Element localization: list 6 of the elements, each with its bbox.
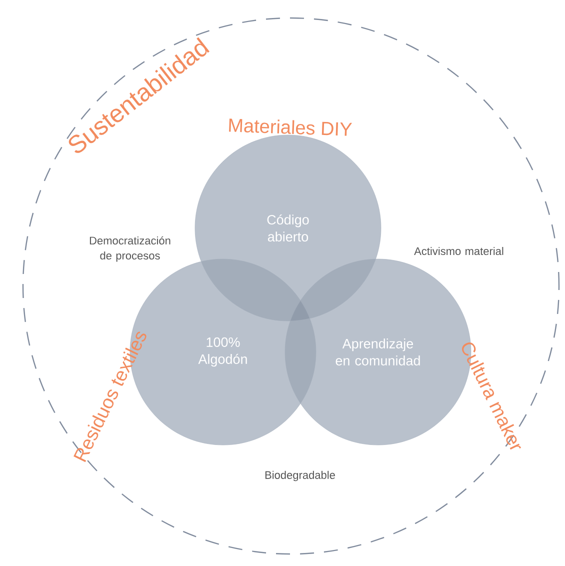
circle-heading: Materiales DIY: [229, 118, 352, 136]
concept-label: Activismo material: [414, 246, 504, 256]
dashed-circle: [22, 17, 560, 555]
circle-heading: Cultura maker: [462, 342, 521, 450]
concept-label: Biodegradable: [265, 470, 335, 482]
concept-label: Democratización de procesos: [90, 236, 170, 262]
